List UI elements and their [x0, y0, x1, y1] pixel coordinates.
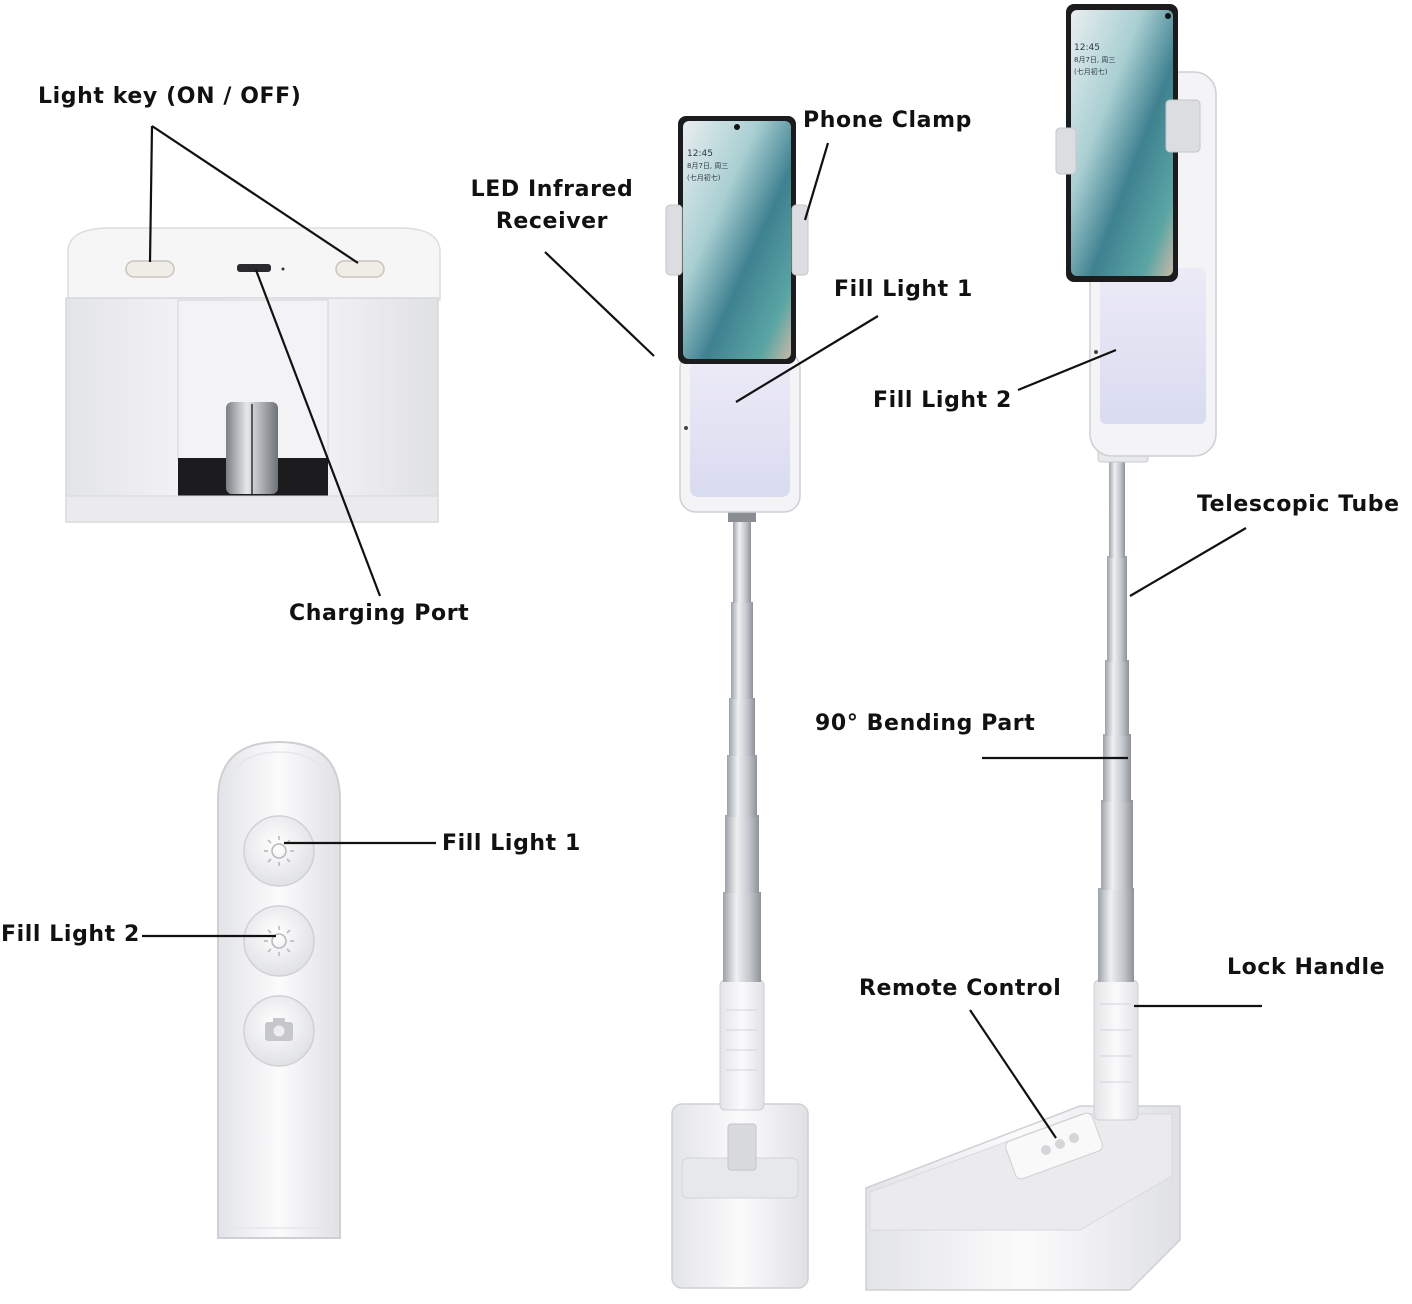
leader-light-key-left — [148, 125, 154, 263]
label-led-receiver-line1: LED Infrared — [470, 177, 634, 202]
leader-phone-clamp — [803, 142, 830, 221]
phone-time-right: 12:45 — [1074, 43, 1100, 53]
leader-led-receiver — [544, 251, 655, 357]
stand-angled: 12:45 8月7日, 周三 (七月初七) — [865, 4, 1217, 1291]
phone-time-left: 12:45 — [687, 149, 713, 159]
remote-button-fill-light-2 — [243, 905, 315, 977]
label-phone-clamp: Phone Clamp — [803, 108, 972, 133]
phone-lunar-right: (七月初七) — [1074, 67, 1108, 76]
remote-button-fill-light-1 — [243, 815, 315, 887]
label-remote-control: Remote Control — [859, 976, 1062, 1001]
sun-bulb-icon — [264, 836, 294, 866]
label-led-receiver-line2: Receiver — [495, 209, 609, 235]
label-light-key: Light key (ON / OFF) — [38, 84, 302, 109]
label-fill-light-1-stand: Fill Light 1 — [834, 277, 973, 302]
label-charging-port: Charging Port — [289, 601, 470, 626]
label-fill-light-2-stand: Fill Light 2 — [873, 388, 1012, 413]
leader-fill-light-2-stand — [1017, 348, 1117, 392]
light-key-left — [125, 260, 175, 278]
label-bending-part: 90° Bending Part — [815, 711, 1036, 736]
camera-icon — [265, 1018, 293, 1041]
label-lock-handle: Lock Handle — [1227, 955, 1386, 980]
leader-telescopic-tube — [1129, 527, 1247, 597]
label-led-infrared-receiver: LED Infrared Receiver — [466, 177, 638, 236]
label-telescopic-tube: Telescopic Tube — [1197, 492, 1400, 517]
base-closeup — [65, 227, 441, 523]
label-fill-light-2-remote: Fill Light 2 — [1, 922, 140, 947]
phone-lunar-left: (七月初七) — [687, 173, 721, 182]
leader-remote-control — [969, 1009, 1057, 1139]
phone-date-right: 8月7日, 周三 — [1074, 56, 1115, 64]
sun-bulb-icon — [264, 926, 294, 956]
leader-lines — [142, 125, 1262, 1139]
leader-light-key-right — [151, 125, 359, 264]
remote-control-closeup — [217, 740, 341, 1239]
phone-date-left: 8月7日, 周三 — [687, 162, 728, 170]
charging-port — [237, 264, 271, 272]
stand-front: 12:45 8月7日, 周三 (七月初七) — [665, 116, 809, 1289]
light-key-right — [335, 260, 385, 278]
leader-fill-light-1-stand — [735, 315, 879, 403]
label-fill-light-1-remote: Fill Light 1 — [442, 831, 581, 856]
leader-charging-port — [254, 269, 382, 597]
